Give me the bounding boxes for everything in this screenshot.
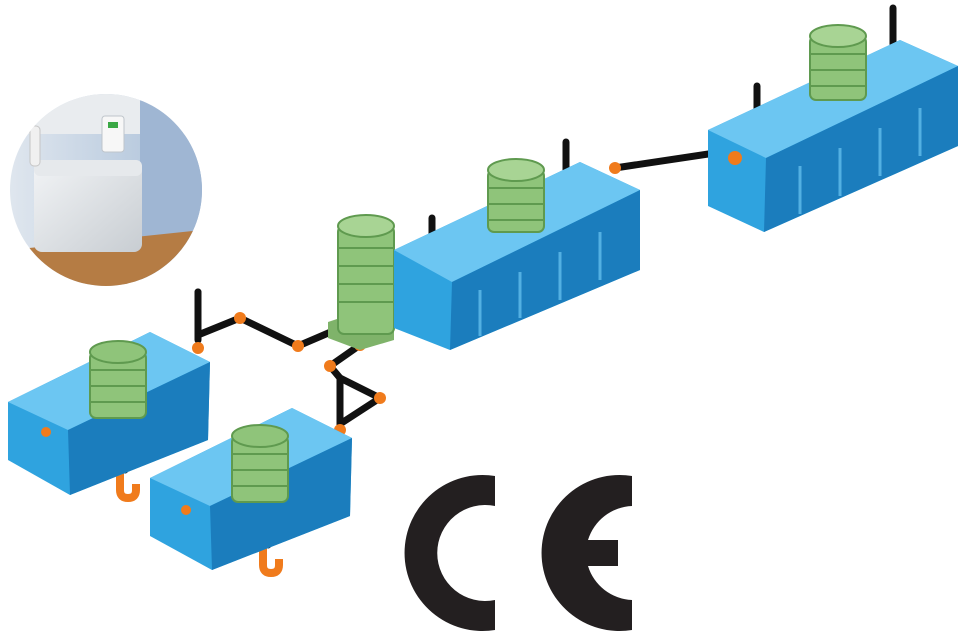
tank-middle	[394, 158, 640, 350]
tank-left-1	[8, 332, 210, 495]
inset-appliance-photo	[10, 94, 202, 286]
central-column	[328, 214, 395, 350]
ce-mark-logo	[400, 468, 650, 638]
pipe-fittings	[116, 151, 742, 578]
tank-left-2	[150, 408, 352, 570]
ce-mark-c	[404, 475, 495, 631]
tank-right	[708, 24, 958, 232]
ce-mark-e	[541, 475, 632, 631]
